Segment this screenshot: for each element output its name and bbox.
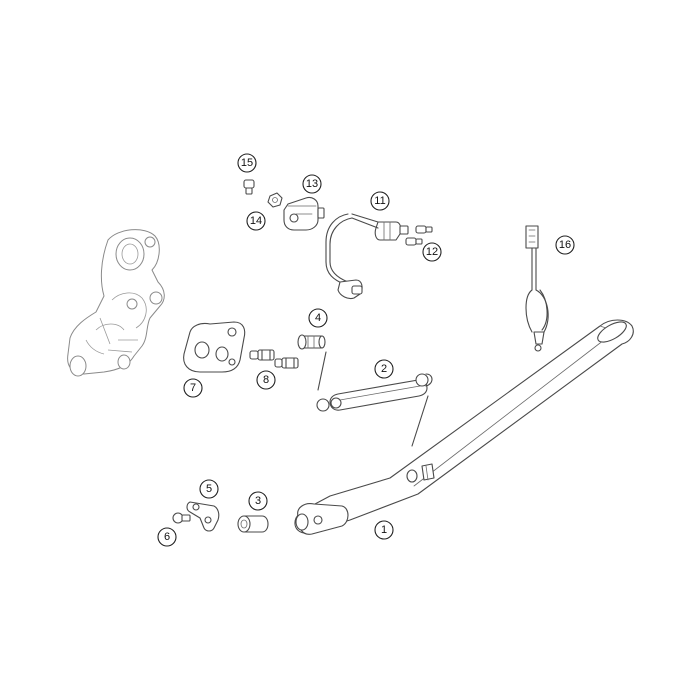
callout-8: 8 [256, 370, 276, 390]
part-2-spring [316, 373, 433, 412]
callout-7: 7 [183, 378, 203, 398]
callout-6: 6 [157, 527, 177, 547]
frame-bracket-ghost [67, 229, 165, 377]
callout-12: 12 [422, 242, 442, 262]
callout-1: 1 [374, 520, 394, 540]
callout-label: 7 [190, 382, 196, 394]
part-7-mounting-plate [183, 321, 246, 373]
callout-13: 13 [302, 174, 322, 194]
callout-label: 13 [306, 178, 318, 190]
callout-label: 16 [559, 239, 571, 251]
callout-5: 5 [199, 479, 219, 499]
part-8-bolts [249, 349, 299, 369]
part-1-side-stand [294, 319, 634, 535]
callout-label: 12 [426, 246, 438, 258]
callout-label: 2 [381, 363, 387, 375]
callout-label: 14 [250, 215, 262, 227]
part-5-bracket [186, 501, 220, 532]
callout-label: 4 [315, 312, 321, 324]
part-15-screw [243, 179, 255, 195]
callout-2: 2 [374, 359, 394, 379]
callout-3: 3 [248, 491, 268, 511]
part-4-pivot-bolt [297, 334, 326, 350]
callout-label: 11 [374, 195, 385, 207]
callout-16: 16 [555, 235, 575, 255]
callout-label: 15 [241, 157, 253, 169]
part-14-nut [267, 192, 283, 208]
part-3-bushing [237, 515, 269, 533]
callout-label: 3 [255, 495, 261, 507]
part-6-screw [172, 512, 191, 524]
part-13-switch [283, 196, 325, 231]
callout-label: 6 [164, 531, 170, 543]
callout-11: 11 [370, 191, 390, 211]
callout-label: 8 [263, 374, 269, 386]
part-11-cable [325, 213, 409, 300]
callout-label: 1 [381, 524, 387, 536]
callout-14: 14 [246, 211, 266, 231]
callout-15: 15 [237, 153, 257, 173]
part-16-strap [525, 225, 549, 352]
callout-4: 4 [308, 308, 328, 328]
part-12-screws [405, 225, 433, 246]
callout-label: 5 [206, 483, 212, 495]
